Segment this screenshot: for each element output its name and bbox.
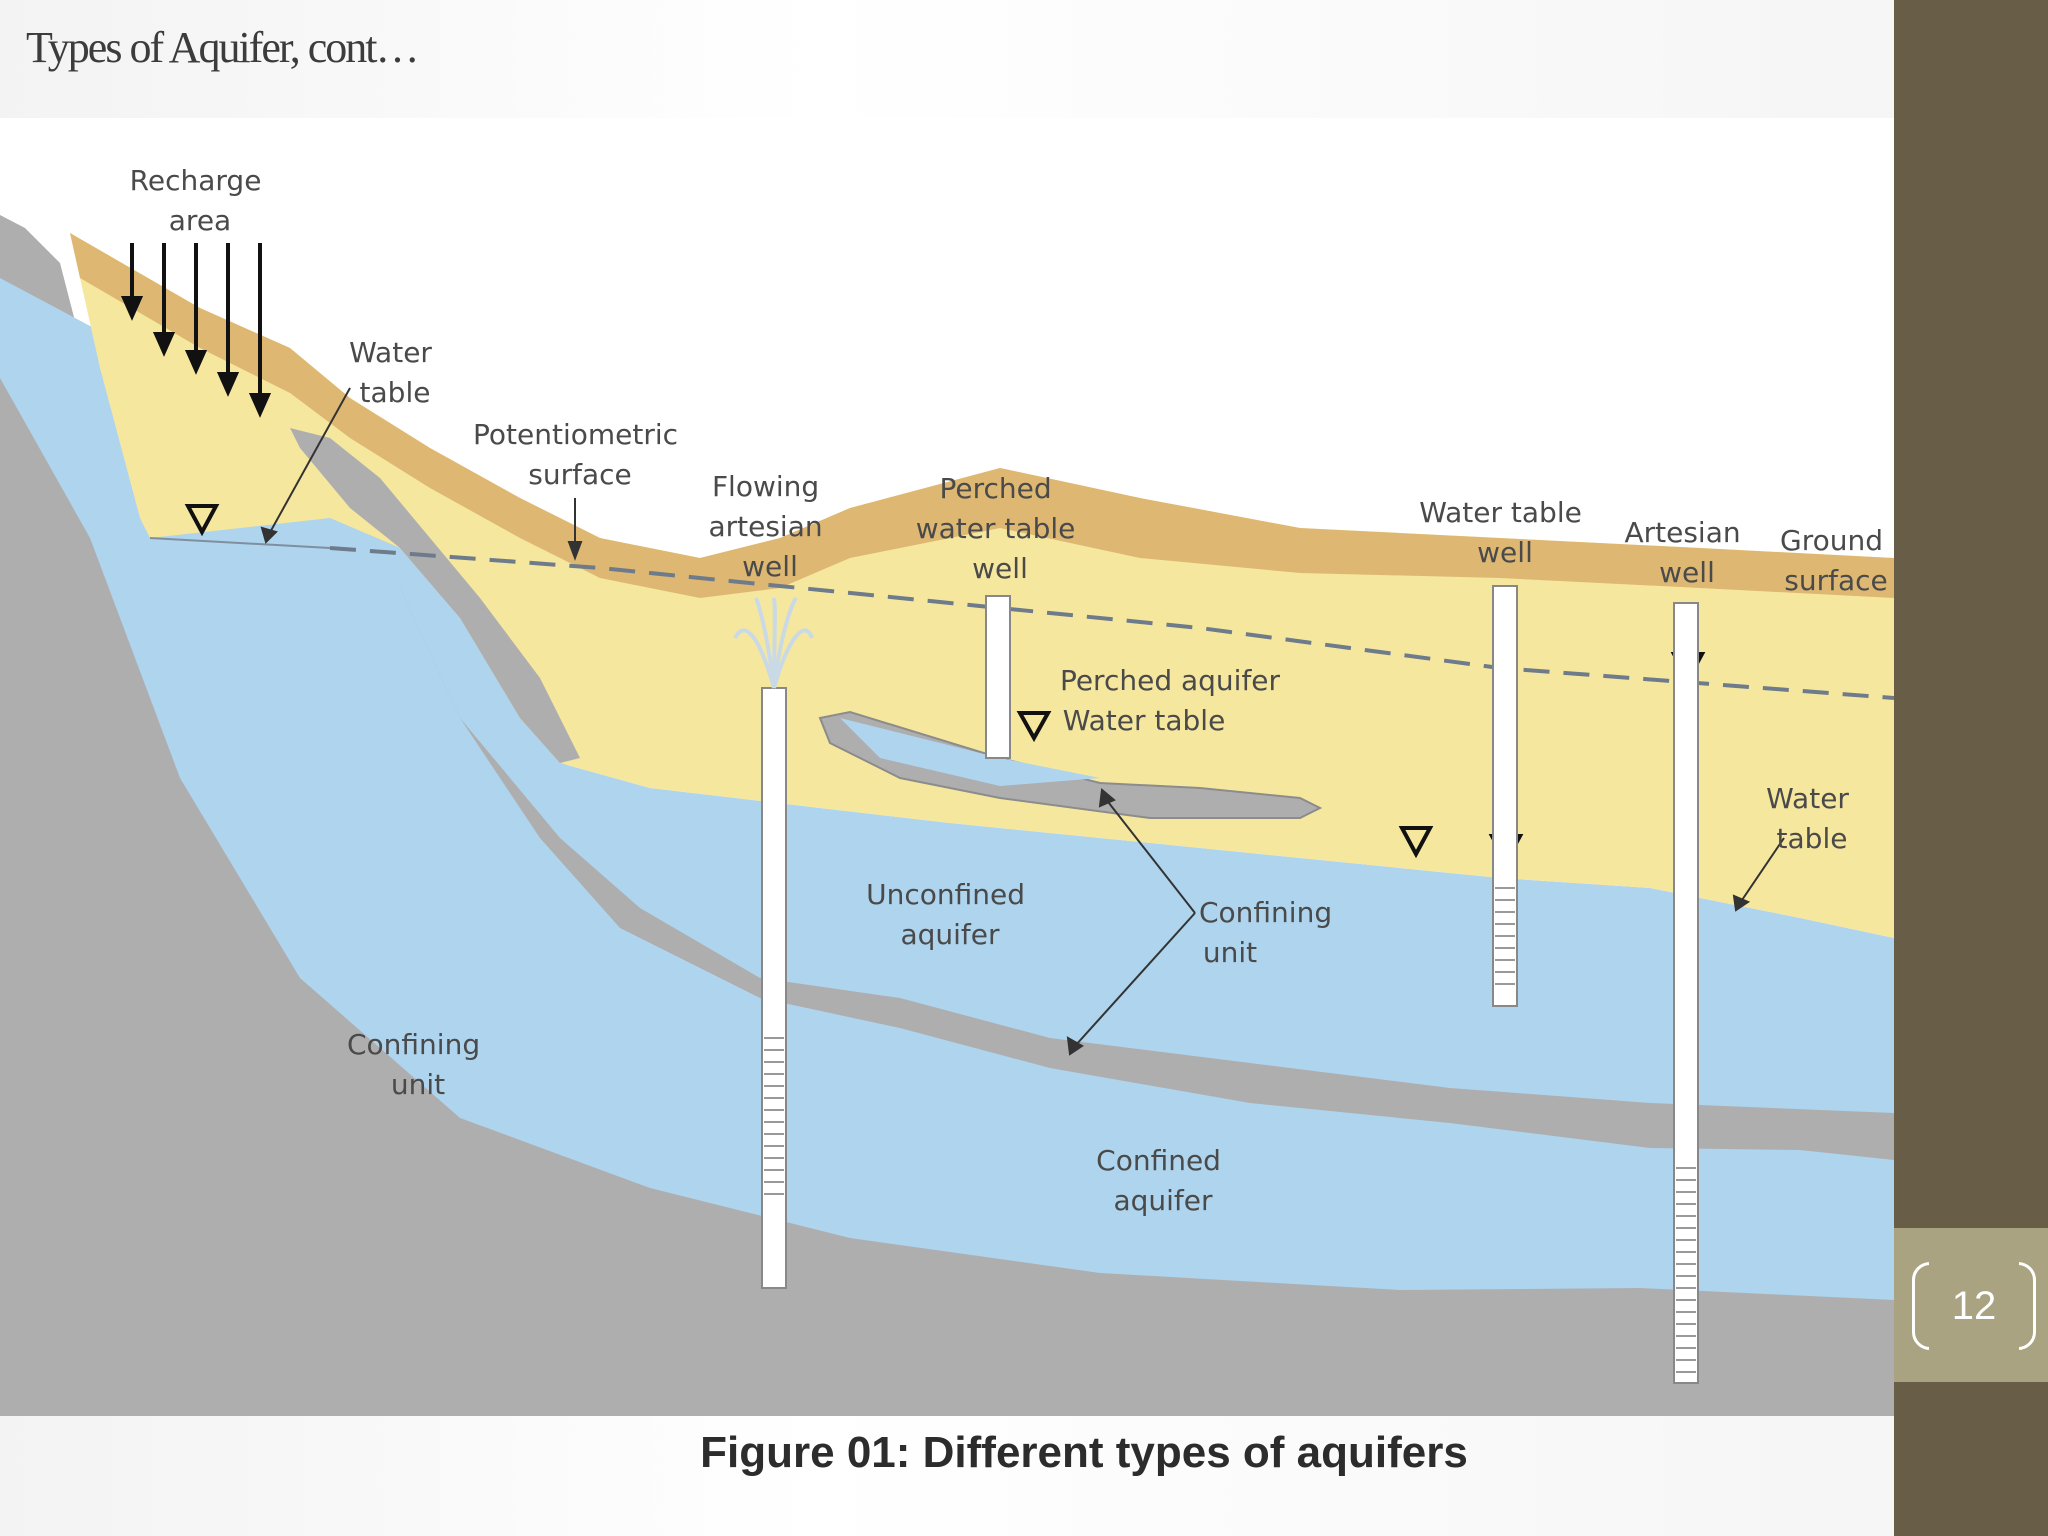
potentiometric-surface-line bbox=[329, 546, 1894, 700]
water-table-well-shaft bbox=[1492, 585, 1518, 1007]
confined-aquifer-layer bbox=[0, 278, 1894, 1300]
label-perched-water-table: Water table bbox=[1063, 704, 1226, 737]
label-water-table-well: Water table well bbox=[1419, 496, 1591, 569]
recharge-arrows bbox=[120, 243, 272, 418]
label-unconfined-aquifer: Unconfined aquifer bbox=[866, 878, 1034, 951]
diagonal-confining-strip bbox=[290, 428, 580, 763]
label-confined-aquifer: Confined aquifer bbox=[1096, 1144, 1230, 1217]
leader-arrows bbox=[260, 387, 1785, 1056]
water-table-line bbox=[149, 537, 331, 549]
label-potentiometric-surface: Potentiometric surface bbox=[473, 418, 687, 491]
label-water-table-right: Water table bbox=[1766, 782, 1858, 855]
topsoil-layer bbox=[70, 233, 1894, 598]
label-perched-aquifer: Perched aquifer bbox=[1060, 664, 1281, 697]
label-artesian-well: Artesian well bbox=[1624, 516, 1749, 589]
perched-water bbox=[840, 718, 1100, 786]
artesian-well-shaft bbox=[1673, 602, 1699, 1384]
label-flowing-artesian-well: Flowing artesian well bbox=[708, 470, 831, 583]
slide-title: Types of Aquifer, cont… bbox=[26, 23, 420, 72]
label-ground-surface: Ground surface bbox=[1780, 524, 1892, 597]
flowing-artesian-well bbox=[733, 596, 814, 1289]
label-confining-unit-left: Confining unit bbox=[347, 1028, 489, 1101]
label-confining-unit-middle: Confining unit bbox=[1199, 896, 1341, 969]
unsaturated-zone bbox=[70, 233, 1894, 938]
figure-caption: Figure 01: Different types of aquifers bbox=[700, 1428, 1468, 1477]
perched-water-table-well bbox=[985, 595, 1011, 759]
label-recharge-area: Recharge area bbox=[130, 164, 271, 237]
aquifer-diagram: Recharge area Water table Potentiometric… bbox=[0, 118, 1894, 1416]
label-perched-water-table-well: Perched water table well bbox=[916, 472, 1085, 585]
unconfined-aquifer-layer bbox=[150, 478, 1894, 1113]
page-number-bracket bbox=[1912, 1261, 2036, 1351]
label-water-table-left: Water table bbox=[349, 336, 441, 409]
page-number: 12 bbox=[1951, 1284, 1997, 1328]
